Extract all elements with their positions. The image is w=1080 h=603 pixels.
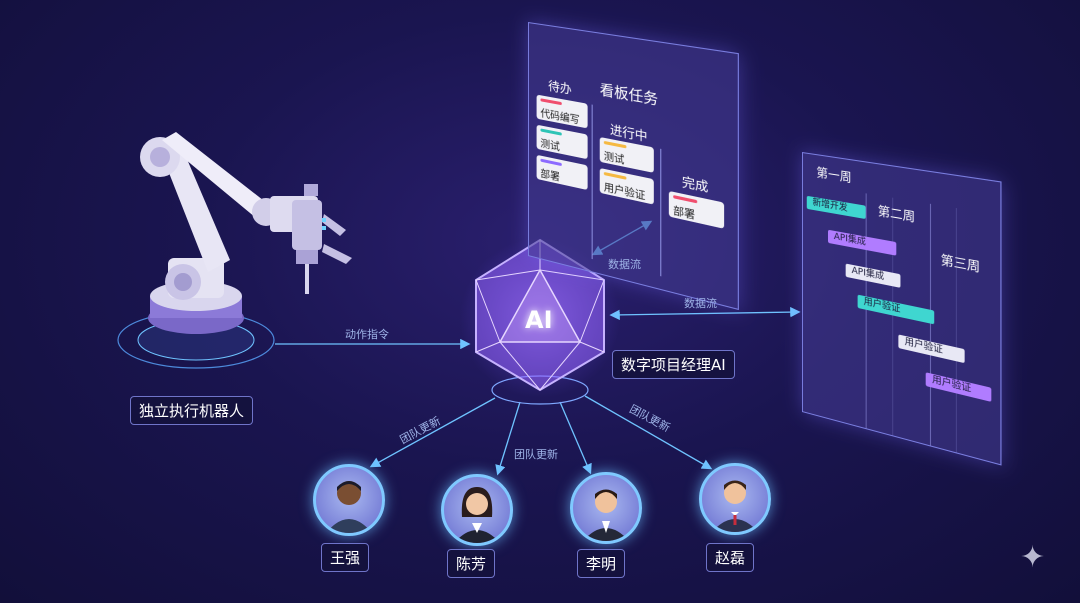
kanban-card: 部署 bbox=[536, 154, 588, 191]
gantt-bar: 用户验证 bbox=[925, 372, 992, 402]
sparkle-icon: ✦ bbox=[1020, 540, 1046, 575]
gantt-timeline: 第一周 第二周 第三周 新增开发 API集成 API集成 用户验证 用户验证 用… bbox=[802, 152, 1002, 466]
gantt-week-1: 第一周 bbox=[816, 165, 852, 185]
gantt-bar: 用户验证 bbox=[857, 294, 935, 325]
team-avatar-wang bbox=[313, 464, 385, 536]
flow-label-data-gantt: 数据流 bbox=[684, 297, 717, 310]
kanban-card: 代码编写 bbox=[536, 94, 588, 129]
team-name-label: 陈芳 bbox=[447, 549, 496, 578]
kanban-card: 测试 bbox=[536, 124, 588, 160]
team-avatar-chen bbox=[441, 474, 513, 546]
team-avatar-zhao bbox=[699, 463, 771, 535]
kanban-col-todo: 待办 bbox=[548, 78, 572, 97]
kanban-card: 部署 bbox=[668, 190, 725, 229]
team-name-label: 赵磊 bbox=[706, 543, 755, 572]
flow-label-data-kanban: 数据流 bbox=[608, 258, 641, 271]
kanban-card: 用户验证 bbox=[599, 167, 654, 205]
robot-label: 独立执行机器人 bbox=[130, 396, 254, 425]
ai-title-label: 数字项目经理AI bbox=[612, 350, 735, 379]
team-avatar-li bbox=[570, 472, 642, 544]
ai-crystal-illustration bbox=[460, 238, 620, 405]
team-name-label: 王强 bbox=[321, 543, 370, 572]
gantt-week-3: 第三周 bbox=[940, 252, 981, 275]
kanban-title: 看板任务 bbox=[599, 82, 659, 110]
gantt-bar: API集成 bbox=[827, 229, 897, 256]
kanban-col-done: 完成 bbox=[681, 174, 709, 195]
flow-label-team-2: 团队更新 bbox=[514, 448, 558, 461]
robot-arm-illustration bbox=[140, 132, 352, 334]
team-name-label: 李明 bbox=[577, 549, 626, 578]
gantt-bar: 用户验证 bbox=[898, 334, 965, 364]
gantt-week-2: 第二周 bbox=[877, 203, 916, 225]
ai-core-label: AI bbox=[525, 306, 553, 334]
flow-label-action: 动作指令 bbox=[345, 328, 389, 341]
gantt-bar: 新增开发 bbox=[806, 195, 866, 220]
